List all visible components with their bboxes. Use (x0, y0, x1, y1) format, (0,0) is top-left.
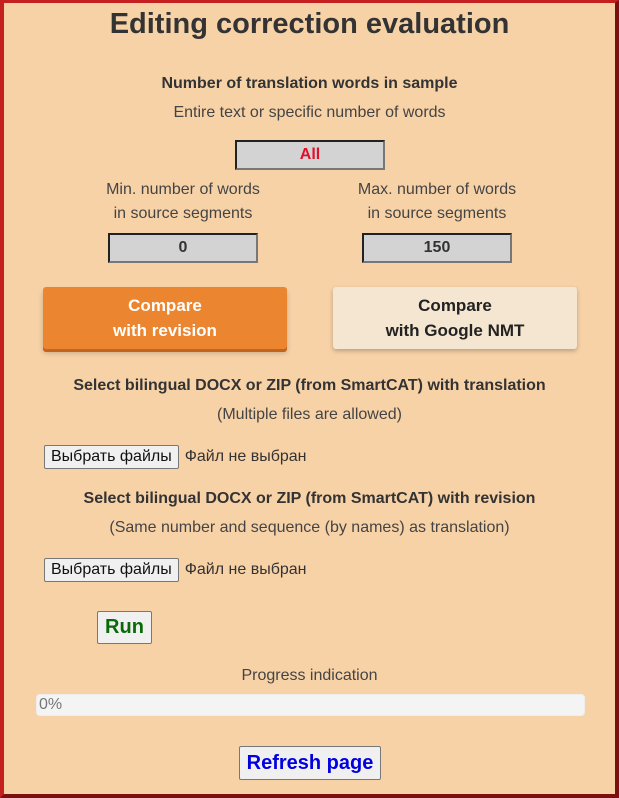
min-label-line2: in source segments (113, 205, 253, 222)
max-label-line1: Max. number of words (357, 181, 517, 198)
min-words-input[interactable]: 0 (108, 233, 258, 263)
page-title: Editing correction evaluation (109, 8, 510, 40)
translation-files-heading: Select bilingual DOCX or ZIP (from Smart… (73, 377, 546, 394)
translation-choose-files-button[interactable]: Выбрать файлы (44, 444, 179, 469)
min-label-line1: Min. number of words (106, 181, 260, 198)
max-words-input[interactable]: 150 (362, 233, 512, 263)
revision-file-status: Файл не выбран (184, 560, 307, 578)
translation-file-status: Файл не выбран (184, 447, 307, 465)
revision-choose-files-button[interactable]: Выбрать файлы (44, 557, 179, 582)
revision-files-heading: Select bilingual DOCX or ZIP (from Smart… (83, 490, 536, 507)
revision-files-note: (Same number and sequence (by names) as … (109, 519, 510, 536)
progress-label: Progress indication (241, 667, 378, 684)
translation-file-picker: Выбрать файлы Файл не выбран (44, 444, 307, 469)
compare-with-google-nmt-button[interactable]: Compare with Google NMT (333, 287, 577, 349)
sample-words-input[interactable]: All (235, 140, 385, 170)
progress-bar: 0% (36, 694, 585, 716)
compare-revision-line1: Compare (128, 296, 202, 315)
compare-with-revision-button[interactable]: Compare with revision (43, 287, 287, 349)
progress-text: 0% (39, 696, 63, 713)
max-words-label: Max. number of words in source segments (337, 178, 537, 226)
translation-files-note: (Multiple files are allowed) (217, 406, 402, 423)
compare-nmt-line1: Compare (418, 296, 492, 315)
min-words-label: Min. number of words in source segments (83, 178, 283, 226)
refresh-page-button[interactable]: Refresh page (239, 746, 381, 780)
sample-subheading: Entire text or specific number of words (173, 104, 446, 121)
run-button[interactable]: Run (97, 611, 152, 644)
max-label-line2: in source segments (367, 205, 507, 222)
compare-nmt-line2: with Google NMT (385, 321, 525, 340)
compare-revision-line2: with revision (113, 321, 217, 340)
revision-file-picker: Выбрать файлы Файл не выбран (44, 557, 307, 582)
sample-heading: Number of translation words in sample (161, 75, 458, 92)
